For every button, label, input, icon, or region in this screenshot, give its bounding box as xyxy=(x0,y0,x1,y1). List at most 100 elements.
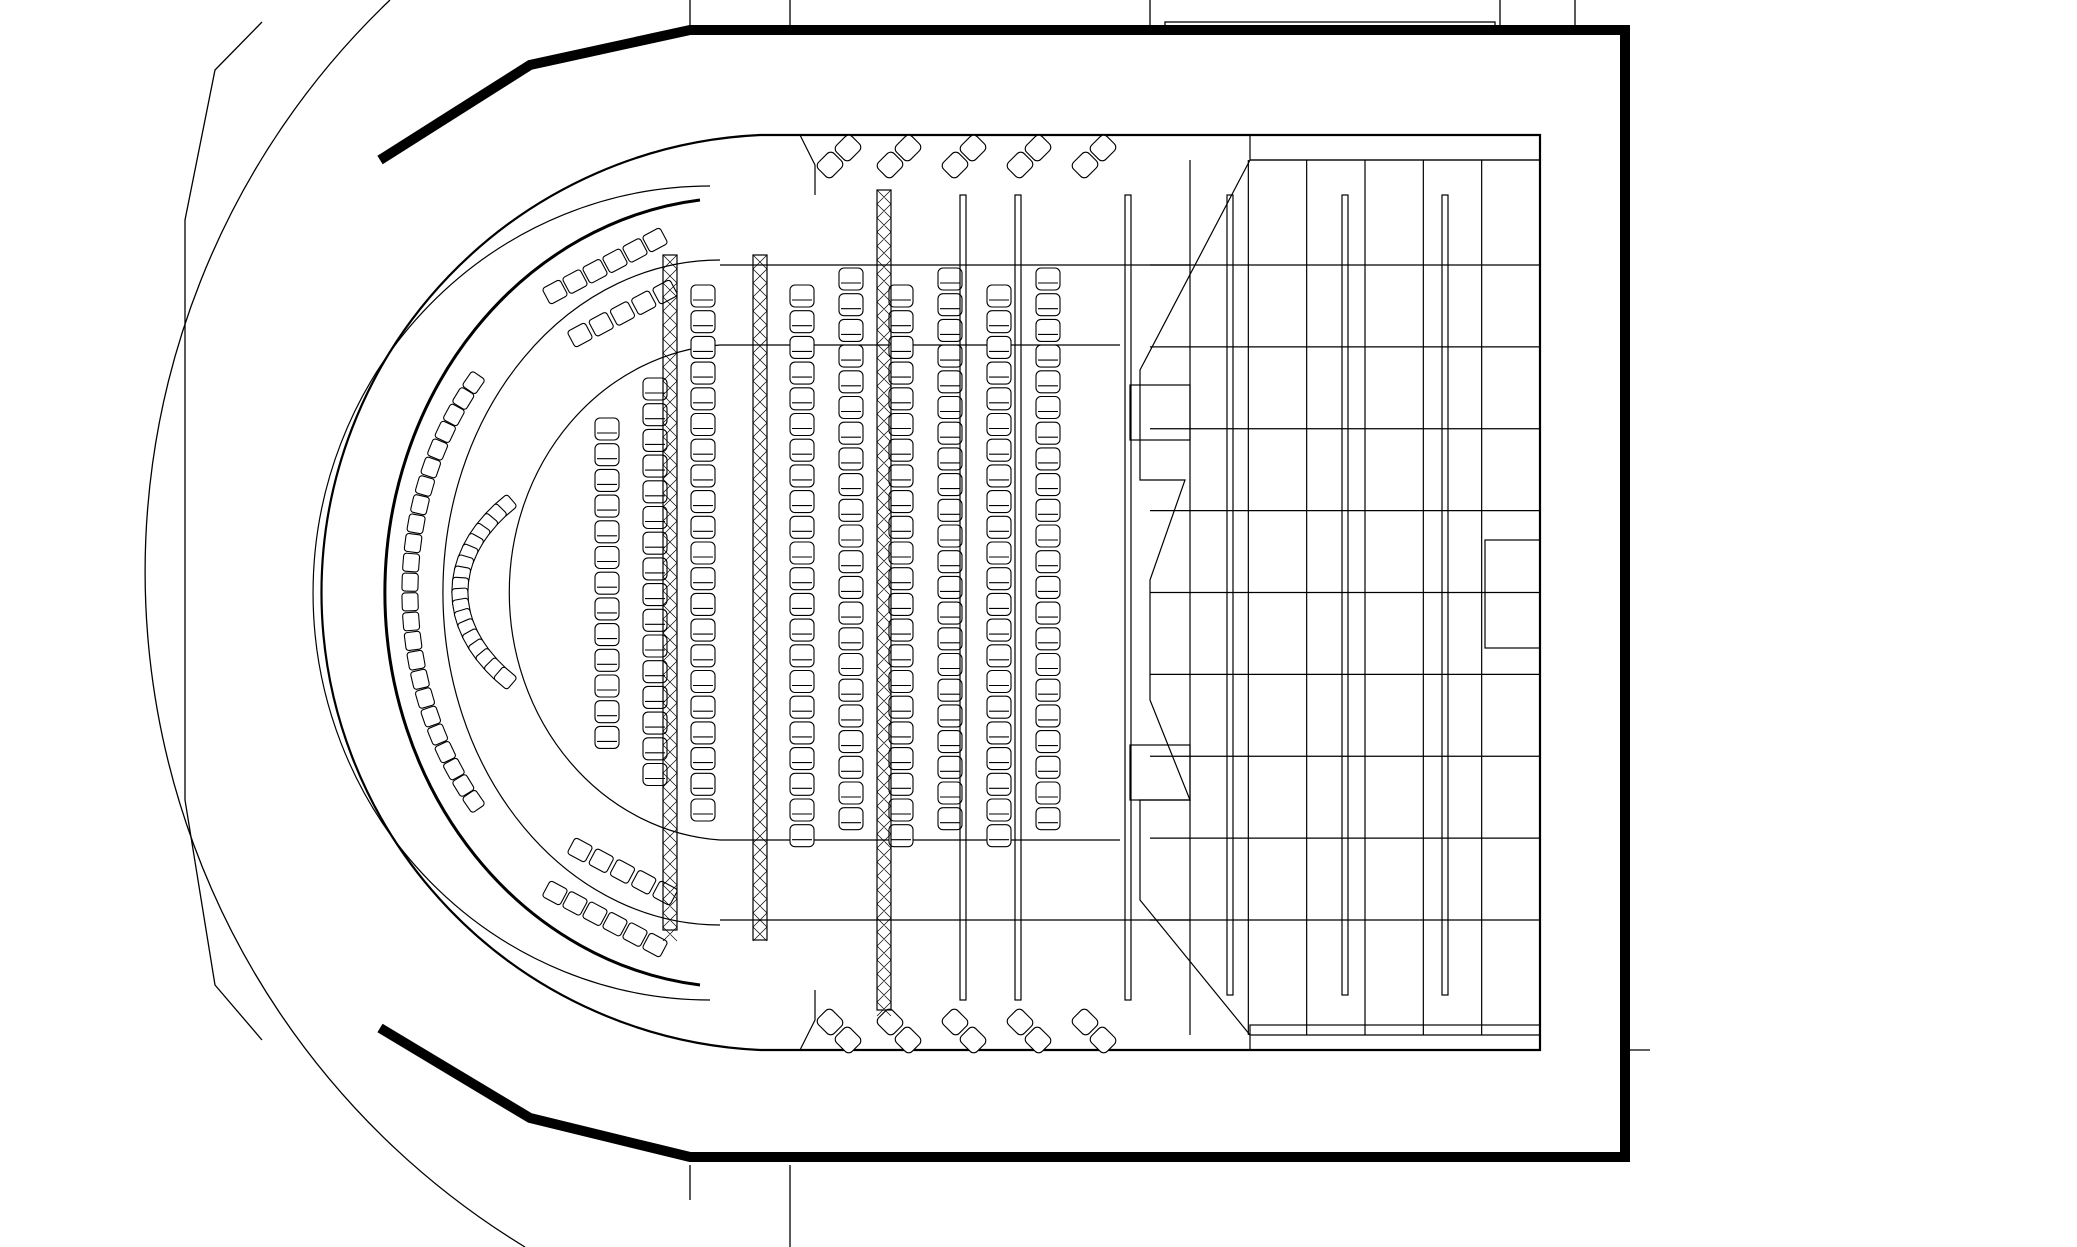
seat xyxy=(594,674,620,698)
seat xyxy=(986,798,1012,822)
seat xyxy=(690,618,716,642)
box-bottom xyxy=(799,990,816,1051)
seat xyxy=(690,490,716,514)
seat xyxy=(986,412,1012,437)
seat xyxy=(1035,498,1061,522)
seat xyxy=(888,618,914,642)
stage-step xyxy=(1129,384,1191,441)
seat xyxy=(937,730,963,754)
seat xyxy=(838,730,864,754)
seat xyxy=(838,575,864,599)
gallery-seat xyxy=(406,513,426,535)
seat xyxy=(690,644,716,668)
stage-bottom-strip xyxy=(1249,1024,1541,1051)
cluster-seat xyxy=(876,151,904,179)
seat xyxy=(986,310,1012,334)
outer-building-context xyxy=(144,0,1650,1247)
seat xyxy=(986,618,1012,642)
seat xyxy=(838,344,864,368)
gallery-seat xyxy=(427,438,449,461)
hall-inner-ring-2 xyxy=(312,185,711,1001)
seat xyxy=(690,438,716,462)
seat xyxy=(937,755,963,779)
cluster-seat xyxy=(816,1008,844,1036)
gallery-seat xyxy=(434,740,456,764)
seat xyxy=(838,293,864,317)
cluster-seat xyxy=(894,134,922,162)
box-seat xyxy=(622,238,648,263)
corner-seat-clusters xyxy=(816,134,1117,1054)
seat xyxy=(888,721,914,745)
seat xyxy=(594,468,620,492)
seat xyxy=(838,807,864,831)
seat xyxy=(986,567,1012,591)
seat xyxy=(986,747,1012,771)
box-seat xyxy=(567,322,593,348)
seat xyxy=(690,387,716,411)
seat xyxy=(789,464,815,488)
seat xyxy=(888,387,914,411)
seat xyxy=(1035,704,1061,728)
seat xyxy=(594,443,620,467)
seat xyxy=(888,644,914,668)
seat xyxy=(642,660,668,684)
gallery-seat xyxy=(420,456,442,479)
seat xyxy=(789,747,815,771)
seat xyxy=(986,721,1012,745)
seat xyxy=(986,438,1012,462)
seat xyxy=(986,824,1012,848)
seat xyxy=(838,395,864,420)
seat xyxy=(690,310,716,334)
box-seat xyxy=(567,837,593,863)
seat xyxy=(888,669,914,694)
seat xyxy=(986,669,1012,694)
seat xyxy=(937,524,963,548)
seat xyxy=(1035,601,1061,625)
seat xyxy=(642,505,668,530)
seat xyxy=(838,473,864,497)
cluster-seat xyxy=(1071,151,1099,179)
seat xyxy=(838,601,864,625)
cluster-seat xyxy=(1024,1026,1052,1054)
seat xyxy=(789,567,815,591)
seat xyxy=(937,473,963,497)
seat xyxy=(642,762,668,787)
side-gallery-seating xyxy=(401,227,678,958)
seat xyxy=(789,438,815,462)
seat xyxy=(937,550,963,574)
seat xyxy=(838,781,864,805)
seat xyxy=(888,772,914,796)
center-seating xyxy=(594,267,1061,848)
gallery-seat xyxy=(410,668,430,690)
seat xyxy=(789,310,815,334)
seat xyxy=(986,592,1012,616)
seat xyxy=(1035,652,1061,677)
seat xyxy=(937,781,963,805)
seat xyxy=(937,344,963,368)
cluster-seat xyxy=(959,1026,987,1054)
seat xyxy=(986,644,1012,668)
seat xyxy=(838,318,864,342)
box-seat xyxy=(588,312,614,337)
seat xyxy=(594,545,620,570)
seat xyxy=(888,515,914,539)
auditorium-hall xyxy=(312,133,1542,1052)
seat xyxy=(789,772,815,796)
stage-apron xyxy=(1139,159,1251,1036)
seat xyxy=(642,428,668,452)
box-seat xyxy=(631,870,657,895)
seat xyxy=(1035,421,1061,445)
seat xyxy=(888,747,914,771)
gallery-seat xyxy=(414,687,436,709)
seat xyxy=(789,618,815,642)
seat xyxy=(937,678,963,702)
seat xyxy=(789,541,815,565)
lighting-truss xyxy=(662,254,678,942)
seat xyxy=(690,669,716,694)
box-seat xyxy=(582,259,608,284)
seat xyxy=(986,335,1012,359)
gallery-seat xyxy=(462,789,485,813)
cluster-seat xyxy=(816,151,844,179)
seat xyxy=(838,627,864,651)
